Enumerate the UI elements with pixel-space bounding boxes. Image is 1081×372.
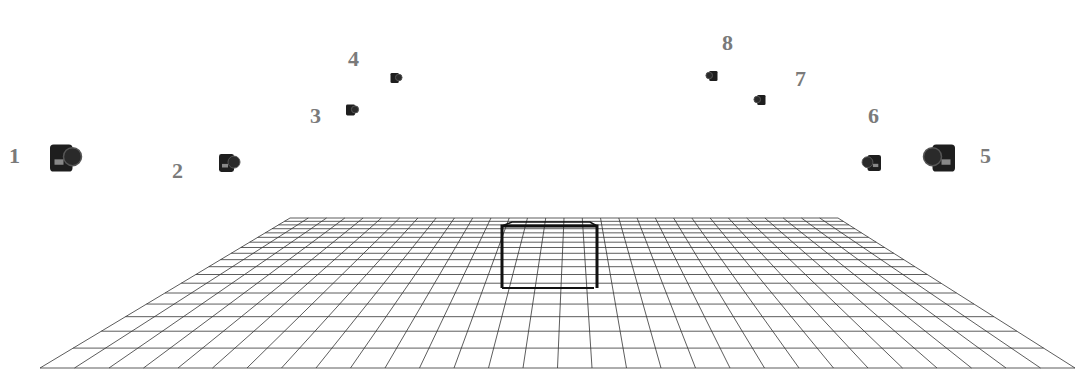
camera-lens — [395, 74, 402, 81]
camera-icon — [219, 154, 240, 172]
grid-line — [181, 283, 941, 284]
callout-number: 6 — [868, 105, 879, 127]
grid-line — [241, 247, 885, 248]
camera-lens — [706, 72, 713, 79]
floor-grid — [40, 218, 1075, 368]
grid-line — [250, 242, 877, 243]
camera-tag — [873, 164, 878, 167]
camera-group — [50, 71, 955, 172]
grid-line — [265, 232, 861, 233]
camera-tag — [942, 159, 951, 164]
callout-number: 7 — [795, 68, 806, 90]
grid-line — [147, 304, 974, 305]
camera-lens — [351, 106, 358, 113]
goal-frame — [502, 222, 597, 288]
grid-line — [272, 228, 855, 229]
grid-line — [196, 274, 927, 275]
grid-line — [231, 253, 894, 254]
camera-icon — [924, 145, 956, 172]
grid-line — [290, 218, 838, 219]
camera-tag — [222, 164, 228, 168]
grid-line — [221, 259, 904, 260]
camera-lens — [924, 148, 942, 166]
camera-icon — [391, 73, 403, 83]
callout-number: 2 — [172, 160, 183, 182]
camera-lens — [862, 157, 873, 168]
callout-number: 8 — [722, 32, 733, 54]
camera-icon — [706, 71, 718, 81]
callout-number: 3 — [310, 105, 321, 127]
grid-line — [73, 348, 1043, 349]
grid-line — [209, 266, 915, 267]
grid-line — [126, 316, 994, 317]
callout-number: 4 — [348, 48, 359, 70]
camera-tag — [55, 159, 64, 164]
camera-icon — [346, 105, 359, 116]
camera-icon — [862, 155, 881, 171]
grid-line — [165, 293, 957, 294]
camera-lens — [228, 156, 240, 168]
camera-lens — [64, 148, 82, 166]
camera-icon — [50, 145, 82, 172]
callout-number: 5 — [980, 145, 991, 167]
callout-number: 1 — [9, 145, 20, 167]
grid-line — [101, 331, 1017, 332]
grid-line — [40, 368, 1075, 369]
grid-line — [258, 237, 869, 238]
camera-icon — [754, 95, 766, 105]
camera-lens — [754, 96, 761, 103]
